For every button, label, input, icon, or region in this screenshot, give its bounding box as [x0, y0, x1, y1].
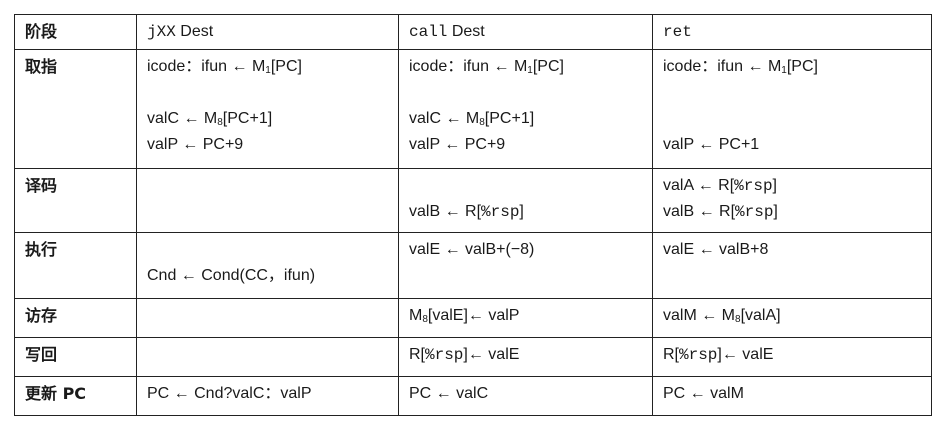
stage-execute: 执行 [14, 231, 137, 299]
execute-call-line1: valE ← valB+(−8) [409, 240, 535, 258]
execute-jxx-line2: Cnd ← Cond(CC，ifun) [147, 266, 316, 284]
decode-ret-line1: valA ← R[%rsp] [663, 177, 777, 196]
writeback-jxx [136, 336, 399, 377]
pcupdate-call: PC ← valC [398, 375, 653, 417]
table-container: 阶段 jXX Dest call Dest ret 取指 icode：ifun … [14, 14, 932, 417]
decode-call: valB ← R[%rsp] [398, 168, 653, 233]
fetch-call-line3: valC ← M8[PC+1] [409, 109, 535, 128]
stage-pc-update: 更新 PC [14, 375, 137, 417]
fetch-jxx-blank [147, 80, 388, 106]
row-memory: 访存 M8[valE]← valP valM ← M8[valA] [14, 297, 932, 338]
writeback-call: R[%rsp]← valE [398, 336, 653, 377]
fetch-call-line1: icode：ifun ← M1[PC] [409, 57, 564, 76]
fetch-jxx-line1: icode：ifun ← M1[PC] [147, 57, 302, 76]
decode-call-blank [409, 173, 642, 199]
fetch-ret-blank [663, 80, 921, 106]
fetch-ret-line4: valP ← PC+1 [663, 135, 760, 153]
header-row: 阶段 jXX Dest call Dest ret [14, 14, 932, 50]
stage-writeback: 写回 [14, 336, 137, 377]
decode-ret-line2: valB ← R[%rsp] [663, 203, 778, 222]
execute-call: valE ← valB+(−8) [398, 231, 653, 299]
fetch-ret-line1: icode：ifun ← M1[PC] [663, 57, 818, 76]
writeback-call-line: R[%rsp]← valE [409, 345, 520, 364]
writeback-ret: R[%rsp]← valE [652, 336, 932, 377]
stage-computation-table: 阶段 jXX Dest call Dest ret 取指 icode：ifun … [14, 14, 932, 417]
header-ret-mono: ret [663, 22, 692, 41]
fetch-jxx-line4: valP ← PC+9 [147, 135, 244, 153]
header-jxx-mono: jXX [147, 22, 176, 41]
memory-ret-line: valM ← M8[valA] [663, 306, 781, 325]
decode-call-line2: valB ← R[%rsp] [409, 203, 524, 222]
decode-ret: valA ← R[%rsp] valB ← R[%rsp] [652, 168, 932, 233]
row-fetch: 取指 icode：ifun ← M1[PC] valC ← M8[PC+1] v… [14, 48, 932, 170]
row-pc-update: 更新 PC PC ← Cnd?valC：valP PC ← valC PC ← … [14, 375, 932, 417]
fetch-call: icode：ifun ← M1[PC] valC ← M8[PC+1] valP… [398, 48, 653, 170]
execute-jxx-blank [147, 237, 388, 263]
pcupdate-jxx: PC ← Cnd?valC：valP [136, 375, 399, 417]
decode-jxx [136, 168, 399, 233]
header-call-rest: Dest [447, 22, 485, 40]
fetch-jxx-line3: valC ← M8[PC+1] [147, 109, 273, 128]
fetch-jxx: icode：ifun ← M1[PC] valC ← M8[PC+1] valP… [136, 48, 399, 170]
header-call-mono: call [409, 22, 448, 41]
memory-ret: valM ← M8[valA] [652, 297, 932, 338]
execute-ret-line1: valE ← valB+8 [663, 240, 769, 258]
execute-jxx: Cnd ← Cond(CC，ifun) [136, 231, 399, 299]
stage-memory: 访存 [14, 297, 137, 338]
fetch-call-blank [409, 80, 642, 106]
header-jxx-rest: Dest [175, 22, 214, 40]
row-decode: 译码 valB ← R[%rsp] valA ← R[%rsp] valB ← … [14, 168, 932, 233]
header-jxx: jXX Dest [136, 14, 399, 50]
fetch-call-line4: valP ← PC+9 [409, 135, 506, 153]
fetch-ret: icode：ifun ← M1[PC] valP ← PC+1 [652, 48, 932, 170]
memory-jxx [136, 297, 399, 338]
row-writeback: 写回 R[%rsp]← valE R[%rsp]← valE [14, 336, 932, 377]
execute-ret: valE ← valB+8 [652, 231, 932, 299]
fetch-ret-blank2 [663, 106, 921, 132]
memory-call-line: M8[valE]← valP [409, 306, 520, 325]
stage-decode: 译码 [14, 168, 137, 233]
header-call: call Dest [398, 14, 653, 50]
stage-fetch: 取指 [14, 48, 137, 170]
pcupdate-ret: PC ← valM [652, 375, 932, 417]
header-ret: ret [652, 14, 932, 50]
row-execute: 执行 Cnd ← Cond(CC，ifun) valE ← valB+(−8) … [14, 231, 932, 299]
writeback-ret-line: R[%rsp]← valE [663, 345, 774, 364]
header-stage: 阶段 [14, 14, 137, 50]
memory-call: M8[valE]← valP [398, 297, 653, 338]
